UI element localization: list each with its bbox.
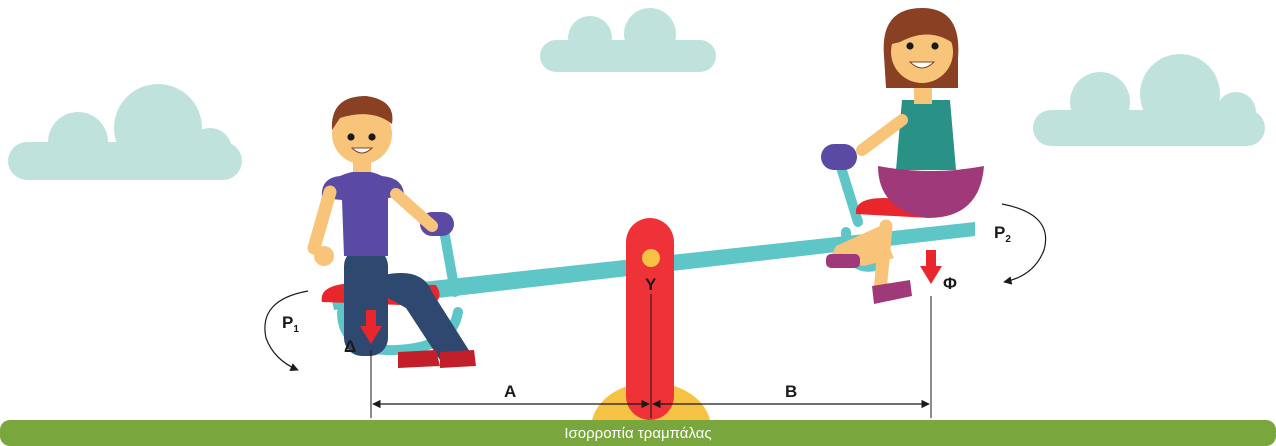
pivot-label: Υ [645,275,657,294]
cloud-right [1033,54,1265,146]
distance-label-b: B [785,382,797,401]
boy-figure [314,96,476,368]
pivot-point [642,249,660,267]
moment-label-left-sub: 1 [293,324,299,335]
moment-label-left-base: P [282,313,293,332]
force-label-left: Δ [344,337,356,356]
right-grip [821,144,857,170]
moment-label-right-sub: 2 [1005,234,1011,245]
ground-bar: Ισορροπία τραμπάλας [0,420,1276,446]
pivot-post [626,218,674,420]
force-arrow-right [920,250,942,284]
cloud-top [540,8,716,72]
caption: Ισορροπία τραμπάλας [564,425,711,442]
cloud-left [8,84,242,180]
force-label-right: Φ [943,274,957,293]
distance-label-a: A [504,382,516,401]
moment-label-left: P1 [282,313,299,335]
moment-label-right: P2 [994,223,1011,245]
moment-label-right-base: P [994,223,1005,242]
